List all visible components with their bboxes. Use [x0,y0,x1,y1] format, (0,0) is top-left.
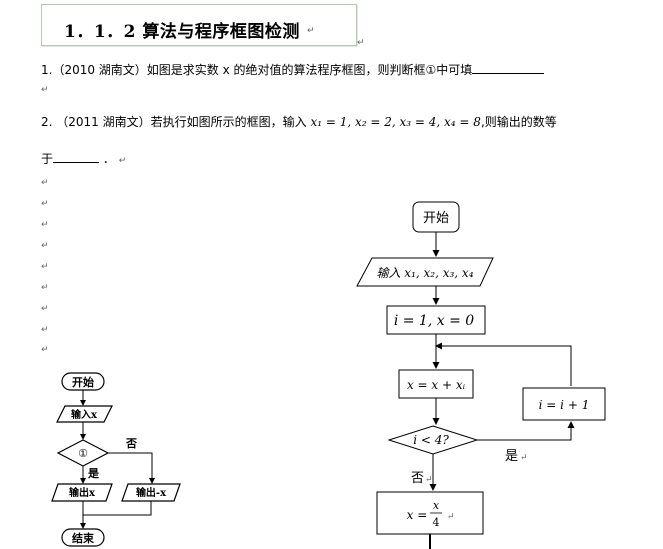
paragraph-mark: ↵ [41,345,49,355]
flow1-start-label: 开始 [72,375,94,389]
flow2-yes-label: 是 [505,449,518,464]
flow1-end-label: 结束 [71,531,95,545]
paragraph-mark: ↵ [357,38,365,48]
paragraph-mark: ↵ [520,453,528,463]
question-1-text: 1.（2010 湖南文）如图是求实数 x 的绝对值的算法程序框图，则判断框①中可… [41,63,473,77]
question-1: 1.（2010 湖南文）如图是求实数 x 的绝对值的算法程序框图，则判断框①中可… [41,61,545,78]
flow2-init-shape [386,305,486,335]
flow1-end-shape [61,528,105,547]
flow1-input-label: 输入x [71,408,98,421]
flowchart-2: 开始 输入 x₁, x₂, x₃, x₄ i = 1, x = 0 x = x … [356,201,606,549]
paragraph-mark: ↵ [447,512,455,522]
question-2-text-end: ,则输出的数等 [480,115,557,129]
page-title: 1．1．2 算法与程序框图检测 [64,22,300,42]
flowchart-1: 开始 输入x ① 否 是 输出x 输出-x 结束 [51,372,181,547]
paragraph-mark: ↵ [118,156,127,166]
flow2-start-label: 开始 [423,211,449,226]
flow2-output-prefix: x = [407,508,428,522]
question-2-blank [53,151,100,163]
flow1-output-left-label: 输出x [69,486,96,499]
flow2-incr-shape [522,387,606,421]
flow2-sum-shape [398,369,474,399]
flow1-no-label: 否 [125,437,137,450]
paragraph-mark: ↵ [41,325,49,335]
paragraph-mark: ↵ [425,475,433,485]
flow2-output-numerator: x [433,499,440,512]
question-1-blank [472,62,545,74]
title-frame [41,4,357,46]
flow2-output-denominator: 4 [433,516,440,529]
flow1-yes-label: 是 [87,467,100,480]
question-2-text: 2. （2011 湖南文）若执行如图所示的框图，输入 [41,115,307,129]
flow2-input-shape [356,257,494,287]
paragraph-mark: ↵ [41,304,49,314]
flow2-cond-label: i < 4? [413,433,449,447]
paragraph-mark: ↵ [41,262,49,272]
question-2-line-2: 于 ． ↵ [41,150,126,167]
flow2-incr-label: i = i + 1 [539,398,590,412]
flow1-output-left-shape [51,483,113,502]
question-2-inputs: x₁ = 1, x₂ = 2, x₃ = 4, x₄ = 8 [310,115,481,129]
flow1-input-shape [56,405,113,423]
question-2-line-1: 2. （2011 湖南文）若执行如图所示的框图，输入 x₁ = 1, x₂ = … [41,113,557,130]
flow2-init-label: i = 1, x = 0 [394,313,474,329]
flow2-no-label: 否 [411,471,424,486]
question-2-line2-end: ． [102,152,115,166]
paragraph-mark: ↵ [41,178,49,188]
paragraph-mark: ↵ [41,283,49,293]
flow2-sum-label: x = x + xᵢ [407,378,466,392]
paragraph-mark: ↵ [41,85,49,95]
question-2-line2-start: 于 [41,152,54,166]
paragraph-mark: ↵ [41,241,49,251]
flow1-output-right-shape [121,483,181,502]
paragraph-mark: ↵ [307,26,315,36]
flow1-decision-label: ① [78,447,88,460]
paragraph-mark: ↵ [41,199,49,209]
flow2-input-label: 输入 x₁, x₂, x₃, x₄ [376,266,473,280]
flow1-output-right-label: 输出-x [136,486,167,499]
paragraph-mark: ↵ [41,220,49,230]
